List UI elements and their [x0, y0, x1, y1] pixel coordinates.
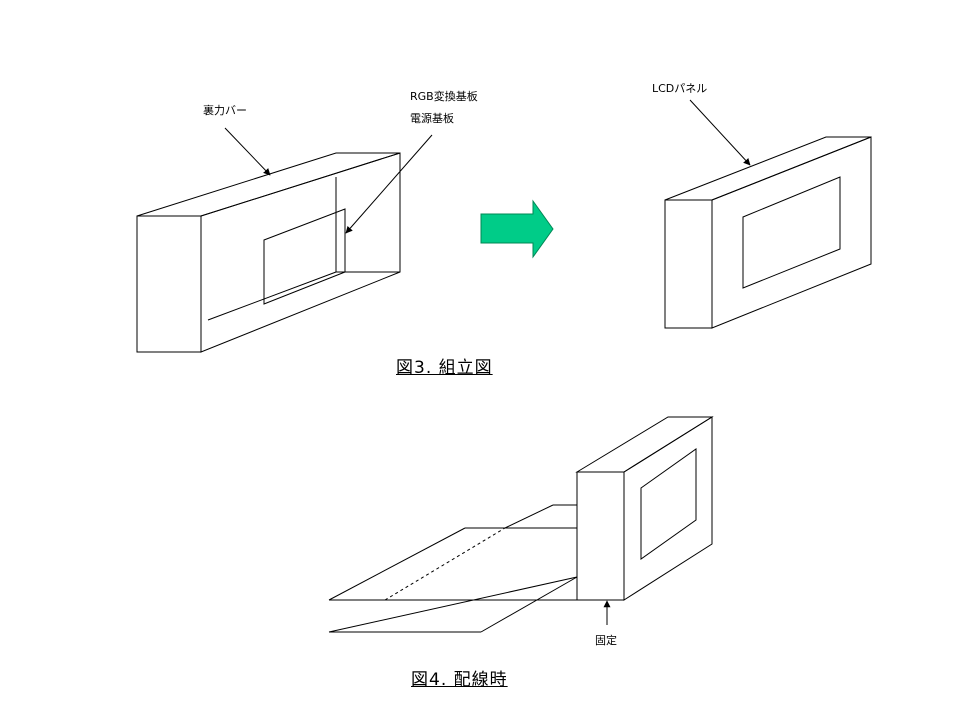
wiring-panel-box: [575, 416, 714, 601]
fig4-caption: 図4. 配線時: [411, 670, 508, 690]
hidden-lines: [384, 527, 577, 601]
rgb-power-board: [263, 208, 346, 305]
wiring-sheets: [328, 504, 578, 633]
board-leader: [345, 134, 433, 234]
right-arrow-icon: [480, 199, 554, 259]
power-board-label: 電源基板: [410, 112, 454, 125]
lcd-panel-label: LCDパネル: [652, 82, 708, 95]
fig3-caption: 図3. 組立図: [396, 358, 493, 378]
lcd-panel-box: [664, 136, 872, 329]
back-bar-label: 裏力バー: [203, 104, 247, 117]
back-bar-box: [136, 152, 401, 353]
lcd-panel-leader: [689, 99, 751, 166]
rgb-board-label: RGB変換基板: [410, 90, 478, 103]
back-bar-leader: [224, 127, 271, 176]
fixed-label: 固定: [595, 634, 617, 647]
